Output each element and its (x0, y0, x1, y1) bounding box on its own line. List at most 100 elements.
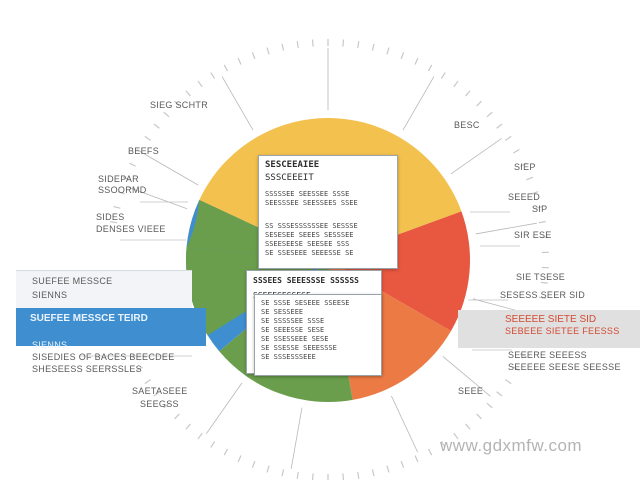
left-band-label-2: SIENNS (32, 340, 68, 350)
ring-tick (144, 379, 151, 385)
ring-tick (531, 191, 539, 195)
ring-tick (540, 236, 548, 239)
ring-tick (357, 471, 360, 479)
ring-tick (122, 176, 130, 181)
right-gray-band (458, 310, 640, 348)
ring-tick (414, 57, 419, 65)
ring-tick (440, 72, 446, 79)
ring-tick (296, 471, 299, 479)
label-top-right-1: BESC (454, 120, 480, 130)
ring-tick (163, 111, 170, 118)
ring-tick (210, 72, 216, 79)
ring-tick (223, 64, 229, 72)
info-card-middle-title: SSSEES SEEESSSE SSSSSS (253, 276, 359, 285)
ring-tick (386, 465, 390, 473)
ring-tick (371, 469, 375, 477)
ring-tick (486, 111, 493, 118)
connector-line (206, 382, 243, 434)
ring-tick (505, 379, 512, 385)
ring-tick (520, 162, 527, 167)
ring-tick (476, 413, 482, 420)
info-card-top-row: SS SSSESSSSSSEE SESSSE (265, 222, 358, 230)
ring-tick (400, 460, 405, 468)
ring-tick (237, 57, 242, 65)
ring-tick (440, 441, 446, 448)
label-mid-left-1: SIDEPAR (98, 174, 139, 184)
label-top-left-2: BEEFS (128, 146, 160, 156)
ring-tick (505, 135, 512, 141)
info-card-top-subtitle: SSSCEEEIT (265, 173, 314, 183)
ring-tick (113, 205, 121, 209)
ring-tick (386, 47, 390, 55)
ring-tick (223, 448, 229, 456)
ring-tick (185, 423, 191, 430)
left-band-label: SUEFEE MESSCE TEIRD (30, 313, 148, 324)
info-card-top: SESCEEAIEE SSSCEEEIT SSSSSEE SEESSEE SSS… (258, 155, 398, 269)
ring-tick (266, 465, 270, 473)
ring-tick (496, 123, 503, 129)
label-right-1: SIEP (514, 162, 536, 172)
info-card-top-row: SESESEE SEEES SESSSEE (265, 231, 354, 239)
info-card-bottom: SE SSSE SESEEE SSEESE SE SESSEEE SE SSSS… (254, 294, 382, 376)
info-card-top-row: SSSSSEE SEESSEE SSSE (265, 190, 350, 198)
info-card-top-row: SSEESEESE SEESEE SSS (265, 240, 350, 248)
label-left-band-top: SUEFEE MESSCE (32, 276, 113, 286)
right-band-label: SEEEEE SIETE SID (505, 314, 597, 325)
ring-tick (538, 296, 546, 299)
connector-line (221, 76, 254, 131)
label-right-4: SIR ESE (514, 230, 552, 240)
ring-tick (237, 455, 242, 463)
ring-tick (251, 52, 256, 60)
label-right-low-2: SEEEEE SEESE SEESSE (508, 362, 621, 372)
ring-tick (174, 413, 180, 420)
ring-tick (153, 391, 160, 397)
info-card-bottom-row: SE SSSESSSEEE (261, 353, 316, 361)
label-bottom-right-1: SEEE (458, 386, 484, 396)
connector-line (128, 187, 188, 210)
watermark: www.gdxmfw.com (440, 436, 583, 455)
ring-tick (427, 64, 433, 72)
ring-tick (296, 41, 299, 49)
ring-tick (266, 47, 270, 55)
connector-line (402, 76, 435, 131)
ring-tick (136, 366, 143, 372)
connector-line (475, 222, 537, 235)
ring-tick (371, 43, 375, 51)
label-bottom-left-1: SAETASEEE (132, 386, 188, 396)
label-top-left-1: SIEG SCHTR (150, 100, 209, 110)
label-left-low-1: SISEDIES OF BACES BEECDEE (32, 352, 175, 362)
left-band-top (16, 270, 192, 309)
ring-tick (540, 281, 548, 284)
connector-line (290, 407, 303, 469)
ring-tick (110, 221, 118, 224)
label-left-low-2: SHESEESS SEERSSLES (32, 364, 142, 374)
ring-tick (174, 100, 180, 107)
ring-tick (496, 391, 503, 397)
ring-tick (526, 176, 534, 181)
ring-tick (513, 366, 520, 372)
ring-tick (486, 402, 493, 409)
ring-tick (520, 353, 527, 358)
ring-tick (535, 205, 543, 209)
ring-tick (197, 432, 203, 440)
wheel-segment-red (328, 211, 470, 331)
info-card-top-row: SEESSSEE SEESSEES SSEE (265, 199, 358, 207)
label-left-band-top-2: SIENNS (32, 290, 68, 300)
label-mid-left-2: SSOORMD (98, 185, 147, 195)
label-right-3: SIP (532, 204, 548, 214)
ring-tick (281, 43, 285, 51)
ring-tick (185, 90, 191, 97)
ring-tick (414, 455, 419, 463)
right-band-label-2: SEBEEE SIETEE FEESSS (505, 326, 620, 336)
label-right-band-top-2: SESESS SEER SID (500, 290, 586, 300)
ring-tick (117, 191, 125, 195)
ring-tick (453, 80, 459, 88)
ring-tick (476, 100, 482, 107)
info-card-bottom-row: SE SSSSSEE SSSE (261, 317, 325, 325)
ring-tick (538, 221, 546, 224)
label-left-1: SIDES (96, 212, 125, 222)
info-card-bottom-row: SE SSESSE SEEESSSE (261, 344, 337, 352)
ring-tick (281, 469, 285, 477)
info-card-top-title: SESCEEAIEE (265, 160, 320, 170)
connector-lines (80, 48, 537, 469)
